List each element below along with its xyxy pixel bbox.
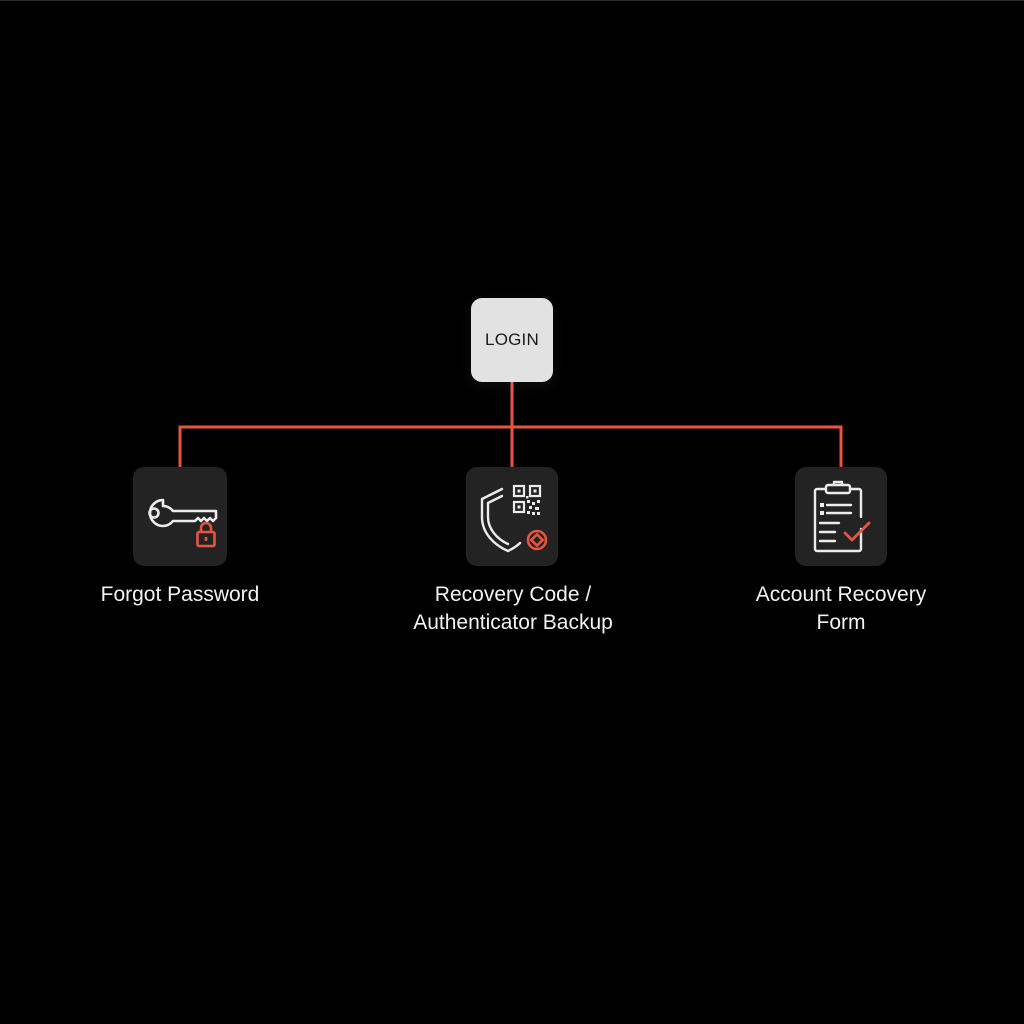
label-line: Recovery Code / <box>434 583 592 606</box>
login-label: LOGIN <box>485 330 539 349</box>
label-line: Forgot Password <box>100 583 260 606</box>
account-recovery-form-node[interactable] <box>795 467 887 566</box>
top-border <box>0 0 1024 1</box>
forgot-password-label: Forgot Password <box>80 581 280 609</box>
label-line: Form <box>816 611 866 634</box>
label-line: Account Recovery <box>755 583 927 606</box>
shield-qr-icon <box>480 484 548 553</box>
login-node[interactable]: LOGIN <box>471 298 553 382</box>
account-recovery-form-label: Account Recovery Form <box>731 581 951 637</box>
key-lock-icon <box>148 498 218 548</box>
clipboard-check-icon <box>813 480 871 553</box>
recovery-code-node[interactable] <box>466 467 558 566</box>
recovery-code-label: Recovery Code / Authenticator Backup <box>383 581 643 637</box>
label-line: Authenticator Backup <box>413 611 613 634</box>
forgot-password-node[interactable] <box>133 467 227 566</box>
